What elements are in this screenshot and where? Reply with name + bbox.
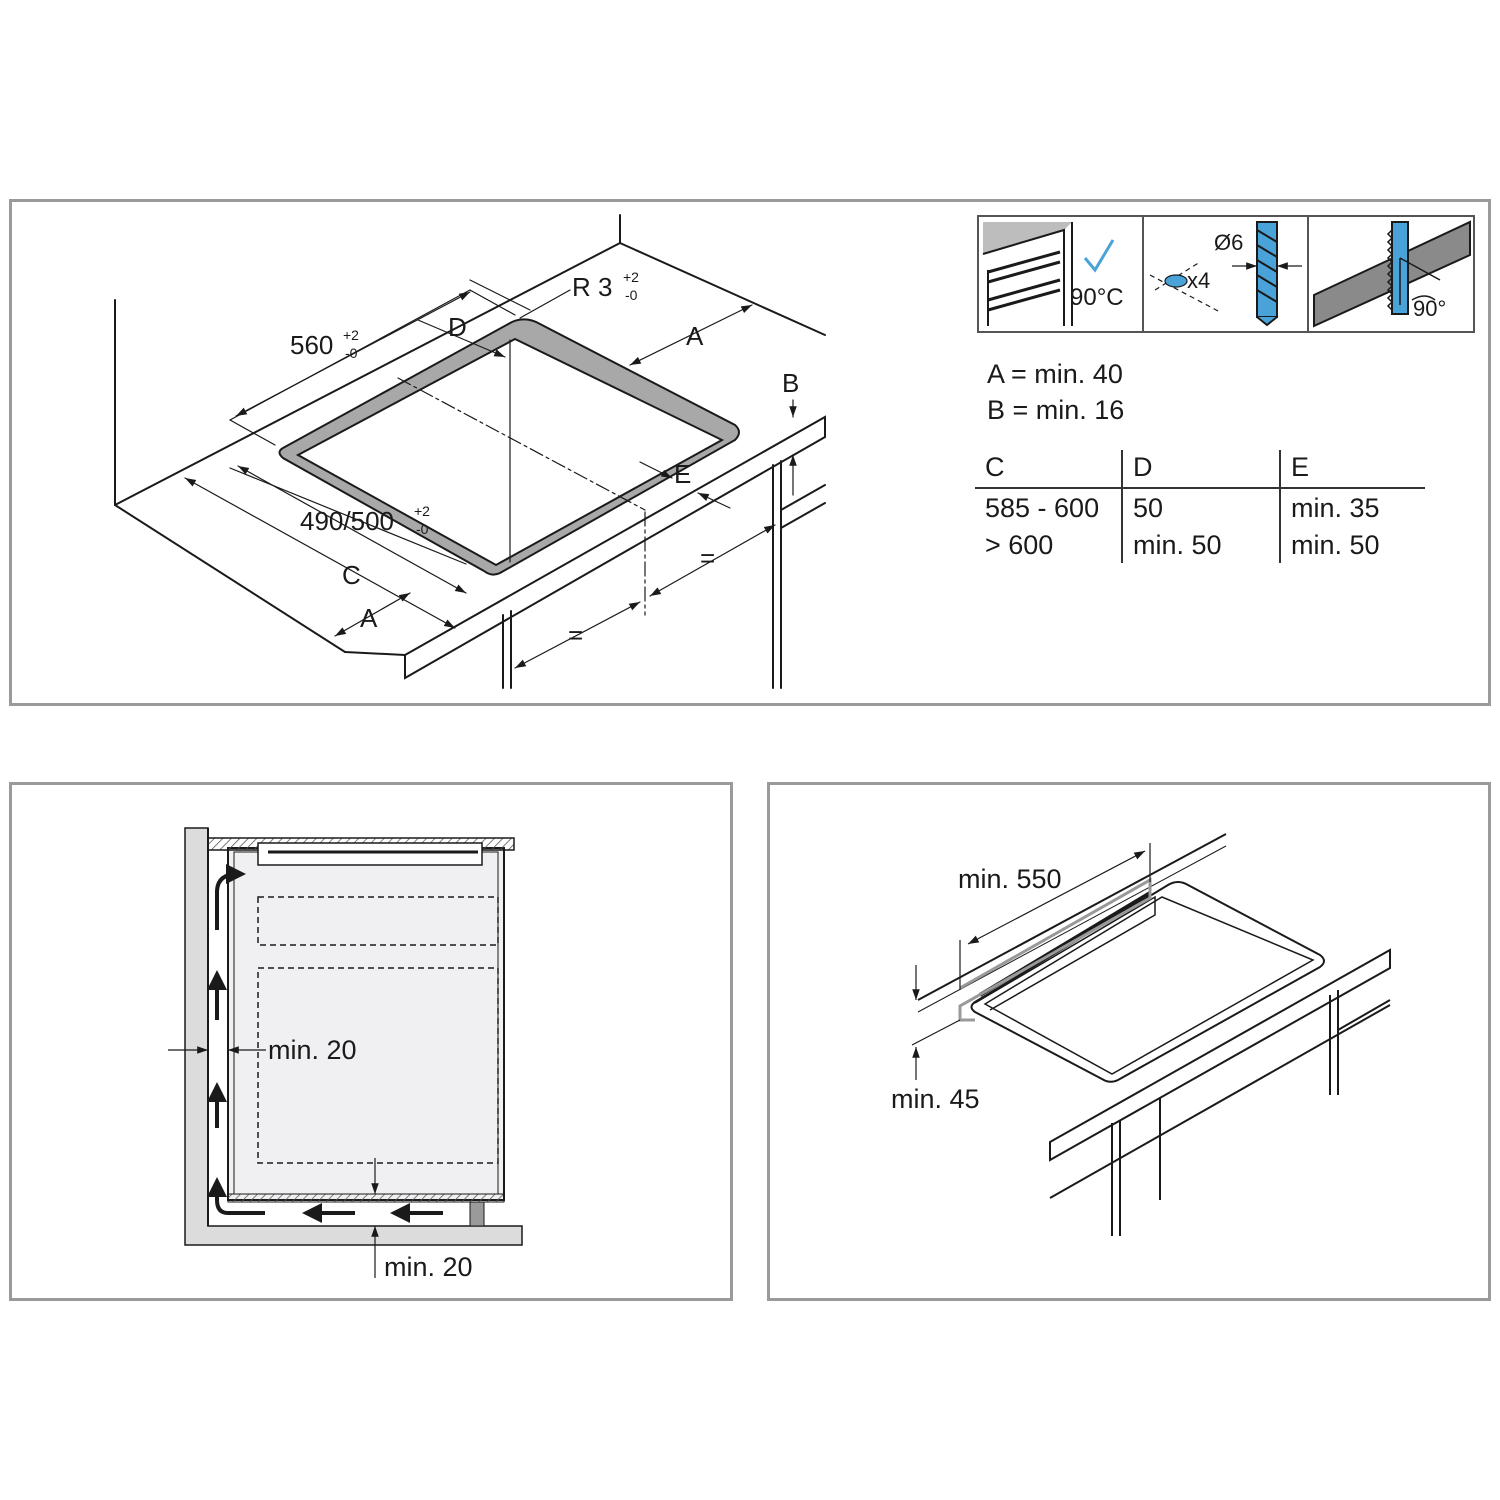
drill-bit-icon [1232,221,1302,327]
heat-resistant-icon [982,222,1115,326]
temp-label: 90°C [1070,284,1124,311]
table-cell: > 600 [985,530,1054,560]
side-gap-label: min. 20 [268,1035,357,1065]
dim-radius-tol-plus: +2 [623,269,639,285]
dim-490-500: 490/500 [300,506,394,536]
table-cell: min. 50 [1121,526,1280,563]
table-row: > 600 min. 50 min. 50 [975,526,1425,563]
table-header-c: C [975,450,1122,489]
bottom-gap-label: min. 20 [384,1252,473,1282]
table-header-e: E [1279,450,1425,489]
instruction-icons: 90°C x4 Ø6 90° [977,215,1475,333]
dim-letter-c: C [342,560,361,590]
dim-equal-1: = [568,620,583,650]
ventilation-section [168,827,523,1278]
drill-label: Ø6 [1214,230,1243,255]
table-cell: min. 35 [1279,488,1425,526]
min-value-b: B = min. 16 [987,395,1125,425]
depth-label: min. 550 [958,864,1062,894]
screw-count: x4 [1187,268,1210,293]
dim-560: 560 [290,330,333,360]
dimension-labels: 560 +2 -0 R 3 +2 -0 490/500 +2 -0 D A B … [290,269,799,650]
dim-560-tol-minus: -0 [345,345,358,361]
saw-cut-icon [1313,220,1471,328]
edge-label: min. 45 [891,1084,980,1114]
dim-radius-tol-minus: -0 [625,287,638,303]
screw-icon [1149,261,1221,313]
dim-490-tol-plus: +2 [414,503,430,519]
table-cell: min. 50 [1279,526,1425,563]
dim-560-tol-plus: +2 [343,327,359,343]
dim-letter-b: B [782,368,799,398]
worktop-depth-section [911,833,1391,1236]
worktop-isometric [114,214,826,689]
dim-letter-d: D [448,312,467,342]
min-value-a: A = min. 40 [987,359,1123,389]
table-header-d: D [1121,450,1280,489]
table-cell: 50 [1121,488,1280,526]
dim-equal-2: = [700,543,715,573]
table-row: 585 - 600 50 min. 35 [975,488,1425,526]
clearance-table: C D E 585 - 600 50 min. 35 > 600 min. 50… [975,450,1425,563]
dim-letter-a-front: A [360,603,378,633]
dim-490-tol-minus: -0 [416,521,429,537]
dim-letter-a-back: A [686,321,704,351]
dim-letter-e: E [674,459,691,489]
dim-radius: R 3 [572,272,612,302]
table-header-row: C D E [975,450,1425,489]
angle-label: 90° [1413,296,1446,321]
table-cell: 585 - 600 [985,493,1100,523]
